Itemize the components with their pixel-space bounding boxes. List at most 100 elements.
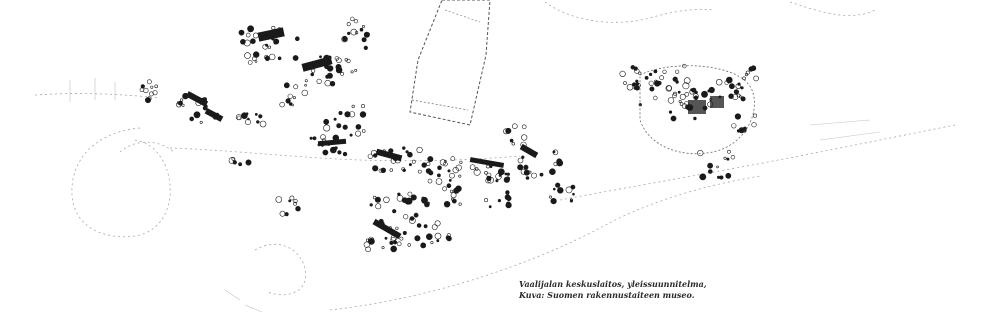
- tree-symbol: [292, 96, 296, 100]
- tree-symbol: [346, 22, 351, 27]
- tree-symbol: [403, 214, 409, 220]
- tree-symbol: [691, 87, 697, 93]
- tree-symbol: [450, 156, 456, 161]
- tree-symbol: [333, 117, 337, 121]
- tree-symbol: [730, 155, 736, 160]
- upper-arc: [544, 1, 716, 23]
- tree-symbol: [287, 93, 293, 99]
- tree-symbol: [250, 38, 256, 45]
- tree-symbol: [248, 26, 252, 30]
- tree-symbol: [653, 69, 658, 74]
- tree-symbol: [550, 198, 557, 205]
- tree-symbol: [350, 16, 355, 22]
- tree-symbol: [346, 58, 351, 64]
- tree-symbol: [335, 64, 342, 71]
- tree-symbol: [739, 95, 742, 99]
- tree-symbol: [430, 241, 434, 245]
- tree-symbol: [402, 231, 407, 236]
- tree-symbol: [421, 196, 425, 200]
- tree-symbol: [424, 201, 430, 208]
- tree-symbol: [485, 161, 489, 165]
- tree-symbol: [383, 196, 390, 204]
- tree-symbol: [361, 37, 367, 43]
- tree-symbol: [367, 153, 373, 159]
- tree-symbol: [572, 192, 575, 196]
- tree-symbol: [623, 81, 627, 85]
- tree-symbol: [672, 76, 678, 82]
- tree-symbol: [399, 236, 404, 241]
- loop-road: [71, 127, 171, 238]
- tree-symbol: [340, 72, 345, 76]
- tree-symbol: [360, 104, 365, 109]
- tree-symbol: [436, 239, 440, 243]
- tree-symbol: [649, 86, 655, 92]
- tree-symbol: [180, 98, 184, 102]
- tree-symbol: [326, 72, 333, 79]
- tree-symbol: [349, 133, 353, 137]
- tree-symbol: [269, 53, 276, 61]
- tree-symbol: [201, 97, 207, 103]
- tree-symbol: [446, 233, 451, 238]
- tree-symbol: [666, 85, 672, 91]
- tree-symbol: [350, 70, 354, 74]
- tree-symbol: [350, 28, 358, 36]
- tree-symbol: [434, 232, 442, 240]
- tree-symbol: [317, 143, 321, 147]
- tree-symbol: [279, 101, 285, 108]
- tree-symbol: [329, 146, 337, 154]
- fence-fragments: [69, 78, 881, 313]
- tree-symbol: [139, 87, 145, 92]
- tree-symbol: [694, 90, 698, 94]
- tree-symbol: [390, 234, 398, 241]
- tree-symbol: [495, 179, 499, 183]
- tree-symbol: [326, 65, 334, 72]
- caption-line-credit: Kuva: Suomen rakennustaiteen museo.: [519, 290, 695, 300]
- tree-symbol: [284, 212, 289, 217]
- tree-symbol: [417, 169, 422, 174]
- north-east-arc: [789, 1, 876, 16]
- tree-symbol: [291, 103, 294, 107]
- tree-symbol: [455, 185, 462, 192]
- tree-symbol: [523, 169, 530, 176]
- tree-symbol: [337, 150, 342, 155]
- tree-symbol: [401, 197, 408, 203]
- tree-symbol: [292, 55, 299, 61]
- tree-symbol: [682, 82, 690, 90]
- tree-symbol: [182, 92, 189, 100]
- tree-symbol: [342, 36, 348, 42]
- tree-symbol: [517, 164, 524, 171]
- tree-symbol: [181, 103, 185, 107]
- tree-symbol: [302, 64, 308, 69]
- tree-symbol: [734, 113, 742, 120]
- tree-symbol: [670, 115, 677, 122]
- tree-symbol: [719, 175, 724, 180]
- tree-symbol: [448, 178, 452, 182]
- tree-symbol: [697, 150, 704, 157]
- tree-symbol: [304, 83, 307, 87]
- tree-symbol: [375, 203, 382, 210]
- tree-symbol: [707, 162, 713, 169]
- roads-and-paths: [34, 1, 956, 311]
- tree-symbol: [353, 19, 359, 24]
- tree-symbol: [699, 173, 707, 181]
- tree-symbol: [402, 146, 406, 150]
- map-caption: Vaalijalan keskuslaitos, yleissuunnitelm…: [519, 279, 779, 301]
- tree-symbol: [423, 224, 428, 229]
- tree-symbol: [693, 116, 697, 121]
- tree-symbol: [480, 160, 485, 165]
- tree-symbol: [245, 159, 252, 166]
- tree-symbol: [199, 120, 203, 124]
- tree-symbol: [672, 93, 677, 99]
- tree-symbol: [361, 24, 365, 28]
- tree-symbol: [473, 168, 481, 176]
- tree-symbol: [324, 79, 331, 87]
- tree-symbol: [365, 32, 370, 37]
- tree-symbol: [723, 156, 727, 160]
- tree-symbol: [486, 164, 490, 169]
- tree-symbol: [332, 134, 340, 142]
- tree-symbol: [733, 89, 740, 95]
- tree-symbol: [531, 172, 537, 179]
- main-road-diagonal: [559, 124, 956, 201]
- tree-symbol: [716, 175, 721, 179]
- tree-symbol: [254, 60, 258, 63]
